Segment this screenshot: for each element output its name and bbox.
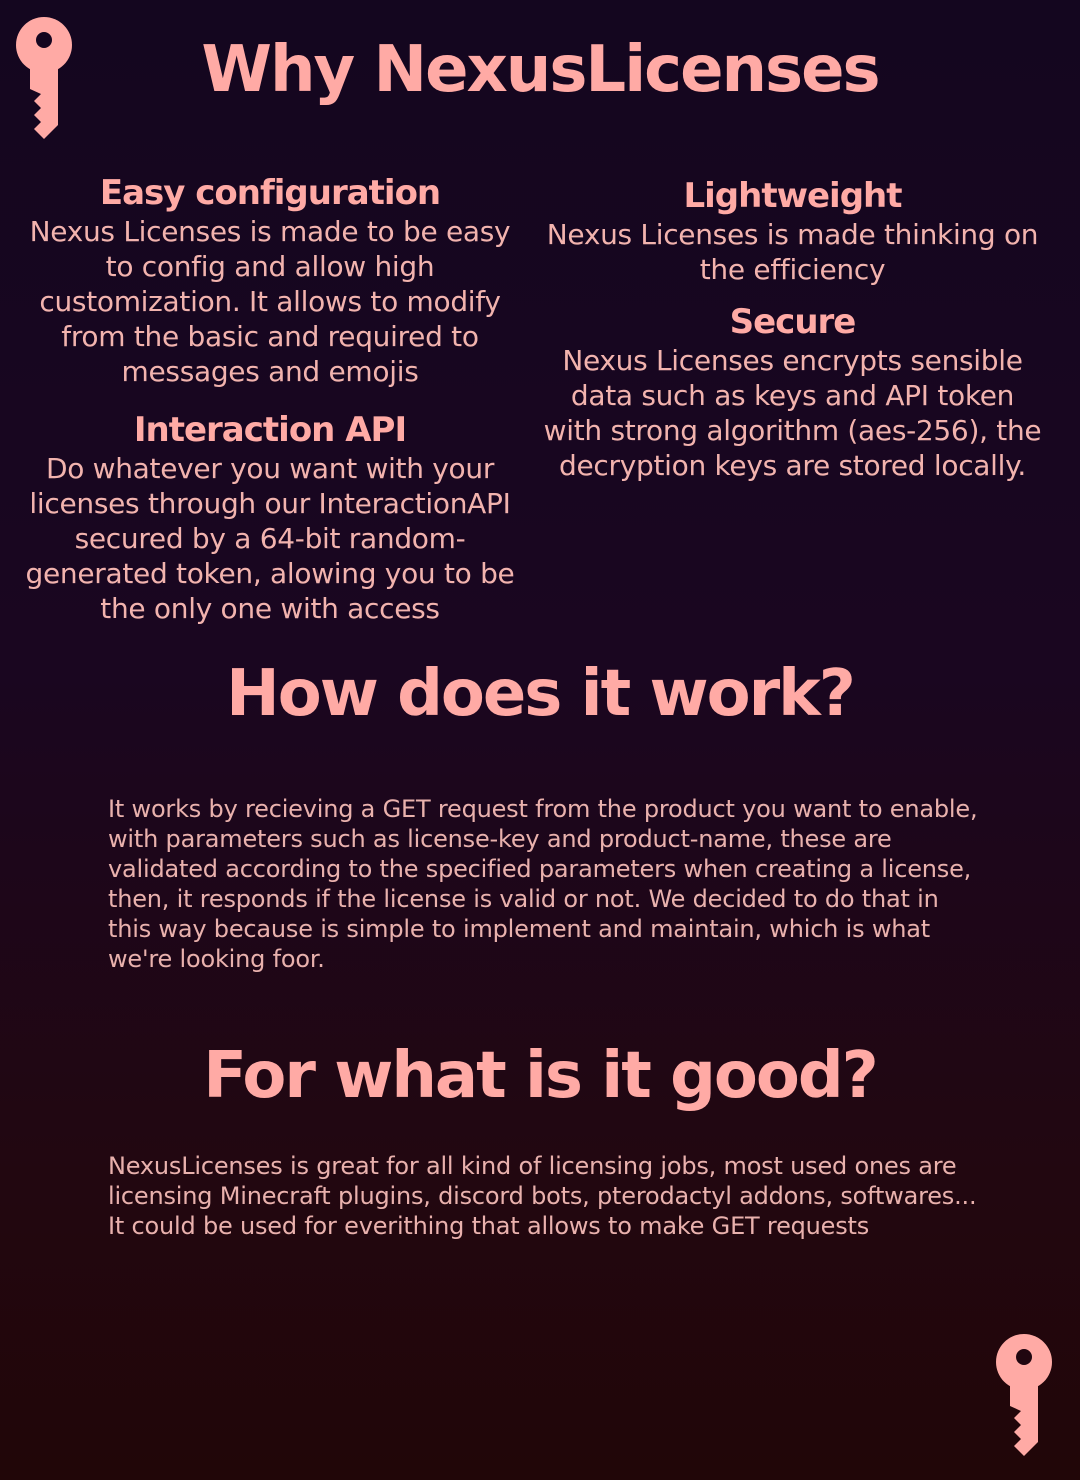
feature-title: Secure	[729, 302, 857, 342]
feature-text: Do whatever you want with your licenses …	[25, 452, 515, 625]
key-icon	[14, 15, 74, 140]
section-title-good: For what is it good?	[203, 1039, 879, 1113]
feature-easy-configuration: Easy configuration Nexus Licenses is mad…	[20, 172, 520, 389]
page-title: Why NexusLicenses	[201, 33, 880, 107]
feature-text: Nexus Licenses is made thinking on the e…	[546, 218, 1039, 286]
feature-secure: Secure Nexus Licenses encrypts sensible …	[540, 301, 1045, 483]
feature-lightweight: Lightweight Nexus Licenses is made think…	[540, 175, 1045, 287]
feature-title: Interaction API	[133, 410, 407, 450]
good-description: NexusLicenses is great for all kind of l…	[108, 1152, 977, 1240]
key-icon	[994, 1332, 1054, 1457]
feature-title: Easy configuration	[99, 173, 441, 213]
feature-text: Nexus Licenses is made to be easy to con…	[29, 215, 511, 388]
section-title-how: How does it work?	[226, 657, 856, 731]
feature-interaction-api: Interaction API Do whatever you want wit…	[20, 409, 520, 626]
feature-text: Nexus Licenses encrypts sensible data su…	[543, 344, 1042, 482]
feature-title: Lightweight	[683, 176, 902, 216]
how-description: It works by recieving a GET request from…	[108, 795, 978, 973]
